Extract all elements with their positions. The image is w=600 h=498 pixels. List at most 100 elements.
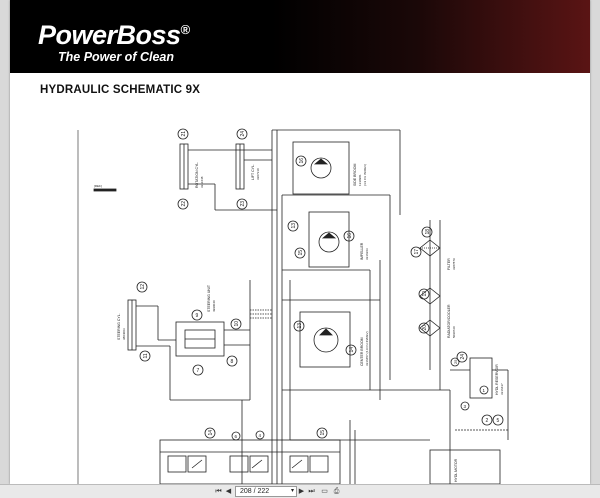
impeller-label: IMPELLER — [360, 242, 364, 260]
callout-17 — [410, 246, 422, 258]
callout-18 — [421, 226, 433, 238]
callout-14b — [204, 427, 216, 439]
document-title: HYDRAULIC SCHEMATIC 9X — [40, 84, 201, 96]
viewer-toolbar: ⏮ ◀ 208 / 222 ▾ ▶ ⏭ ▭ ⎙ — [0, 484, 600, 498]
hydl-motor-block — [429, 449, 501, 484]
lift-cyl-label: LIFT CYL. — [251, 164, 255, 180]
steering-cyl-label: STEERING CYL. — [117, 313, 121, 340]
svg-text:16: 16 — [347, 233, 353, 239]
page-indicator: 208 / 222 — [240, 488, 270, 495]
cooler-part: 5090720 — [452, 326, 456, 338]
callout-24b — [456, 351, 468, 363]
callout-25 — [450, 357, 460, 367]
svg-text:1: 1 — [483, 388, 486, 393]
callout-20 — [418, 322, 430, 334]
callout-16 — [343, 230, 355, 242]
callout-13b — [293, 320, 305, 332]
svg-text:6: 6 — [235, 434, 238, 439]
callout-19 — [418, 288, 430, 300]
svg-text:13: 13 — [297, 323, 303, 329]
next-page-button[interactable]: ▶ — [298, 488, 305, 495]
callout-13 — [287, 220, 299, 232]
svg-text:25: 25 — [453, 359, 458, 364]
svg-text:2: 2 — [486, 418, 489, 424]
lift-cyl-part: 3307310 — [256, 168, 260, 180]
brand-registered: ® — [180, 22, 191, 37]
hydl-motor-label: HYDL MOTOR — [454, 458, 458, 482]
svg-text:3: 3 — [464, 404, 467, 409]
callout-24 — [236, 128, 248, 140]
svg-text:9: 9 — [196, 313, 199, 319]
svg-text:13: 13 — [291, 223, 297, 229]
callout-11 — [139, 350, 151, 362]
svg-text:24: 24 — [240, 131, 246, 137]
first-page-button[interactable]: ⏮ — [215, 488, 222, 495]
side-broom-label: SIDE BROOM — [353, 164, 357, 186]
prev-page-button[interactable]: ◀ — [225, 488, 232, 495]
svg-text:24: 24 — [460, 354, 466, 360]
center-broom-motor — [313, 327, 339, 353]
reservoir-label: HYDL RESERVOIR — [495, 364, 499, 395]
brand-name: PowerBoss — [38, 20, 181, 50]
reservoir-part: 3316437 — [500, 383, 504, 395]
impeller-part: 3316363 — [365, 248, 369, 260]
callout-23 — [236, 198, 248, 210]
side-broom-block — [292, 141, 350, 195]
callout-5 — [492, 414, 504, 426]
chevron-down-icon: ▾ — [290, 488, 294, 494]
fit-page-icon[interactable]: ▭ — [321, 488, 328, 495]
impeller-number: 15 — [298, 250, 304, 256]
steering-unit-part: 4990040 — [212, 300, 216, 312]
last-page-button[interactable]: ⏭ — [308, 488, 315, 495]
callout-15b — [316, 427, 328, 439]
svg-text:18: 18 — [425, 229, 431, 235]
filter-label: FILTER — [447, 258, 451, 270]
callout-9 — [191, 309, 203, 321]
document-page: PowerBoss® The Power of Clean HYDRAULIC … — [10, 0, 590, 484]
filter-part: 3387879 — [452, 258, 456, 270]
callout-21 — [177, 128, 189, 140]
cooler-symbol-2 — [419, 319, 441, 337]
page-selector[interactable]: 208 / 222 ▾ — [235, 486, 297, 497]
callout-12 — [136, 281, 148, 293]
rotation-cyl-label: ROTATION CYL. — [195, 162, 199, 188]
svg-text:14: 14 — [208, 430, 214, 436]
valve-bank — [159, 439, 341, 484]
svg-text:19: 19 — [422, 291, 428, 297]
svg-text:5: 5 — [497, 418, 500, 424]
hydl-reservoir — [469, 357, 493, 399]
side-broom-part: 1330981 — [358, 174, 362, 186]
hydraulic-schematic: [REF.] 21 22 ROTATION CYL. 3311648 24 23… — [77, 128, 509, 484]
impeller-block — [308, 211, 350, 268]
brand-tagline: The Power of Clean — [58, 50, 174, 64]
brand-logo: PowerBoss® — [38, 22, 190, 49]
callout-4 — [255, 430, 265, 440]
center-broom-part: 3316457 (4.9 CU IN/REV) — [365, 331, 369, 366]
callout-6 — [231, 431, 241, 441]
side-broom-sub: (4.9 CU IN/REV) — [363, 164, 367, 186]
callout-7 — [192, 364, 204, 376]
steering-unit-label: STEERING UNIT — [207, 284, 211, 312]
brand-banner: PowerBoss® The Power of Clean — [10, 0, 590, 73]
cooler-symbol — [419, 287, 441, 305]
svg-text:8: 8 — [231, 359, 234, 365]
svg-text:15: 15 — [320, 430, 326, 436]
svg-text:12: 12 — [140, 284, 146, 290]
filter-symbol — [419, 239, 441, 257]
side-broom-motor — [310, 157, 332, 179]
impeller-motor — [318, 231, 340, 253]
svg-text:4: 4 — [259, 433, 262, 438]
callout-22 — [177, 198, 189, 210]
center-broom-label: CENTER BROOM — [360, 337, 364, 366]
svg-text:23: 23 — [240, 201, 246, 207]
svg-text:21: 21 — [181, 131, 187, 137]
svg-text:17: 17 — [414, 249, 420, 255]
side-broom-number: 16 — [299, 158, 305, 164]
callout-1 — [479, 385, 489, 395]
svg-text:22: 22 — [181, 201, 187, 207]
callout-8 — [226, 355, 238, 367]
print-icon[interactable]: ⎙ — [333, 488, 340, 495]
svg-text:20: 20 — [422, 325, 428, 331]
center-broom-block — [299, 311, 351, 368]
